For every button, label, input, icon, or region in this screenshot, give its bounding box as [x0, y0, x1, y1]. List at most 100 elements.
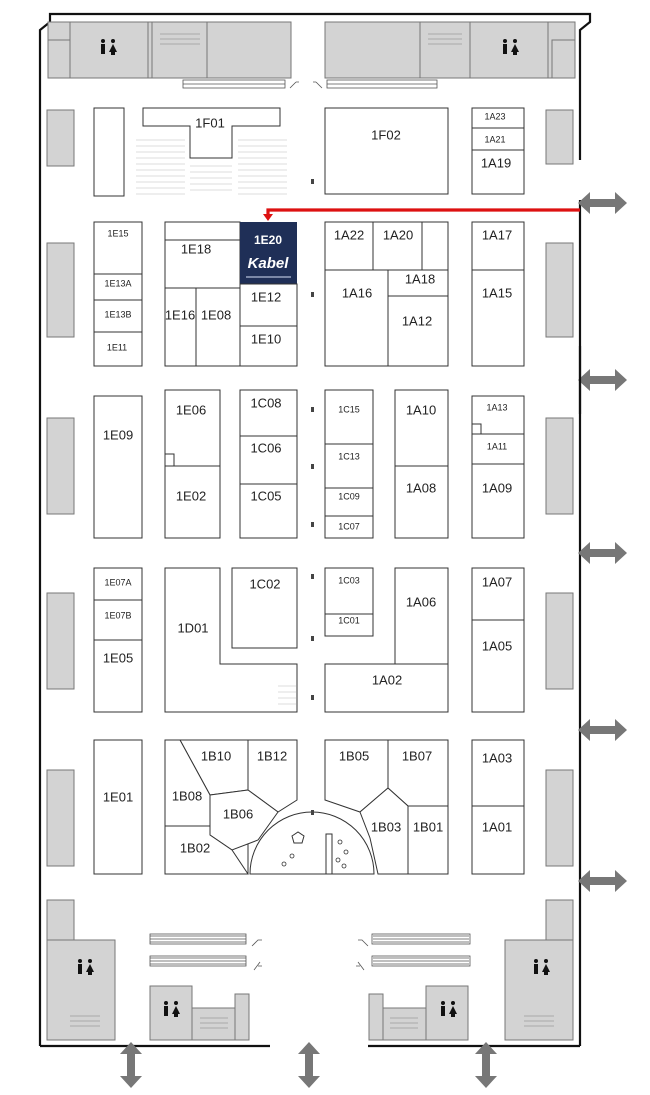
booth-1C15[interactable]: [324, 389, 374, 445]
entrance-arrow-right-5[interactable]: [578, 870, 627, 892]
bottom-left-escalators: [149, 933, 262, 971]
booth-1F02[interactable]: [324, 107, 449, 195]
entrance-arrow-right-3[interactable]: [578, 542, 627, 564]
top-escalators: [182, 79, 438, 89]
entrance-arrow-bottom-3[interactable]: [475, 1042, 497, 1088]
booth-1E16[interactable]: [164, 287, 197, 367]
label-1A12: 1A12: [402, 313, 432, 328]
label-1E08: 1E08: [201, 307, 231, 322]
booth-1A20[interactable]: [372, 221, 423, 271]
booth-1A09[interactable]: [471, 463, 525, 539]
booth-1B01[interactable]: [407, 805, 449, 875]
booth-1A05[interactable]: [471, 619, 525, 713]
booth-1E13A[interactable]: [93, 273, 143, 301]
booth-1E07A[interactable]: [93, 567, 143, 601]
entrance-arrow-right-2[interactable]: [578, 369, 627, 391]
booth-1C08[interactable]: [239, 389, 298, 437]
seating-small: [278, 685, 296, 705]
label-1A09: 1A09: [482, 480, 512, 495]
bottom-left-service: [46, 899, 250, 1041]
booth-1E08[interactable]: [195, 287, 241, 367]
booth-1E10[interactable]: [239, 325, 298, 367]
label-1A06: 1A06: [406, 594, 436, 609]
booth-1A11[interactable]: [471, 433, 525, 465]
booth-1E02[interactable]: [164, 465, 221, 539]
label-1A17: 1A17: [482, 227, 512, 242]
booth-1A15[interactable]: [471, 269, 525, 367]
booth-1A06[interactable]: [394, 567, 449, 665]
label-1B07: 1B07: [402, 748, 432, 763]
booth-1A16[interactable]: [324, 269, 389, 367]
label-1B12: 1B12: [257, 748, 287, 763]
booth-1E12[interactable]: [239, 283, 298, 327]
booth-1C07[interactable]: [324, 515, 374, 539]
booth-1C13[interactable]: [324, 443, 374, 489]
label-1A07: 1A07: [482, 574, 512, 589]
booth-1F01[interactable]: [142, 107, 281, 159]
booth-1E18[interactable]: [164, 221, 241, 289]
booth-1A22[interactable]: [324, 221, 374, 271]
label-1C03: 1C03: [338, 575, 360, 585]
label-1A22: 1A22: [334, 227, 364, 242]
booth-1A01[interactable]: [471, 805, 525, 875]
right-side-pads: [545, 109, 574, 867]
booth-1A18[interactable]: [387, 269, 449, 297]
label-1A16: 1A16: [342, 285, 372, 300]
label-1C02: 1C02: [249, 576, 280, 591]
booth-1E01[interactable]: [93, 739, 143, 875]
left-side-pads: [46, 109, 75, 867]
seating-area: [136, 139, 287, 195]
label-1A03: 1A03: [482, 750, 512, 765]
booth-1C06[interactable]: [239, 435, 298, 485]
booth-1A12[interactable]: [387, 295, 449, 367]
entrance-arrow-right-1[interactable]: [578, 192, 627, 214]
plaza-dots: [281, 839, 349, 869]
booth-1A02[interactable]: [324, 663, 449, 713]
label-1B05: 1B05: [339, 748, 369, 763]
label-1E20: 1E20: [254, 233, 282, 247]
label-1B03: 1B03: [371, 819, 401, 834]
booth-1C09[interactable]: [324, 487, 374, 517]
booth-1C03[interactable]: [324, 567, 374, 615]
label-1A05: 1A05: [482, 638, 512, 653]
booth-1A08[interactable]: [394, 465, 449, 539]
entrance-arrow-bottom-1[interactable]: [120, 1042, 142, 1088]
label-1C15: 1C15: [338, 404, 360, 414]
label-1E07B: 1E07B: [104, 610, 131, 620]
booth-1E05[interactable]: [93, 639, 143, 713]
booth-1E06-kiosk: [164, 453, 175, 467]
booth-side-top-left: [93, 107, 125, 197]
label-1B02: 1B02: [180, 840, 210, 855]
label-1A08: 1A08: [406, 480, 436, 495]
top-left-service: [47, 21, 292, 79]
label-1A18: 1A18: [405, 271, 435, 286]
entrance-arrow-right-4[interactable]: [578, 719, 627, 741]
booth-1D01[interactable]: [164, 567, 298, 713]
booth-1C05[interactable]: [239, 483, 298, 539]
booth-1E11[interactable]: [93, 331, 143, 367]
booth-1A10[interactable]: [394, 389, 449, 467]
booth-1C02[interactable]: [231, 567, 298, 649]
booth-1C01[interactable]: [324, 613, 374, 637]
label-1E11: 1E11: [107, 342, 127, 352]
entrance-arrow-bottom-2[interactable]: [298, 1042, 320, 1088]
booth-1E13B[interactable]: [93, 299, 143, 333]
label-1B10: 1B10: [201, 748, 231, 763]
booth-1E09[interactable]: [93, 395, 143, 539]
booth-1E20[interactable]: [240, 222, 297, 284]
central-plaza: [249, 811, 375, 875]
booth-1E06[interactable]: [164, 389, 221, 467]
label-1E10: 1E10: [251, 331, 281, 346]
aisle-markers: [311, 179, 314, 815]
label-1E15: 1E15: [107, 228, 128, 238]
label-1A13: 1A13: [486, 402, 507, 412]
booth-1A19[interactable]: [471, 149, 525, 195]
booth-1A17[interactable]: [471, 221, 525, 271]
booth-1E07B[interactable]: [93, 599, 143, 641]
label-1C09: 1C09: [338, 491, 360, 501]
label-1F02: 1F02: [371, 127, 401, 142]
route-arrowhead: [263, 214, 273, 221]
booth-1B02[interactable]: [164, 825, 249, 875]
bottom-right-escalators: [356, 933, 471, 971]
